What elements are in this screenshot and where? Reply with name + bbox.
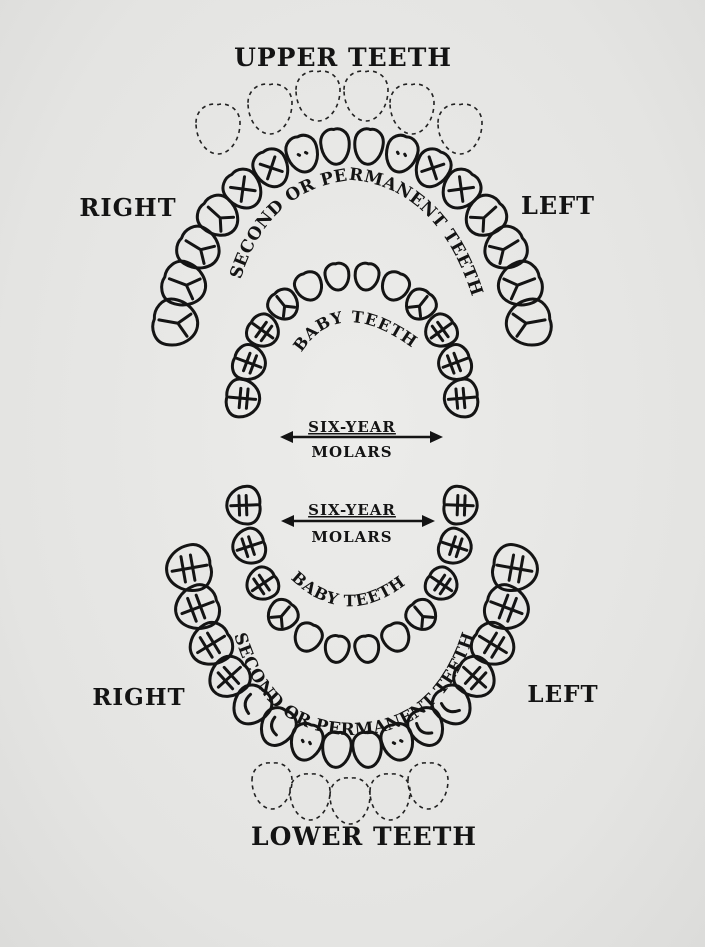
upper-baby-tooth-10 [424,312,459,348]
lower-baby-tooth-5 [293,621,324,653]
upper-baby-tooth-12 [442,377,480,419]
upper-permanent-tooth-16 [504,297,553,347]
lower-molars-line2: MOLARS [311,528,392,546]
upper-ghost-tooth-2 [247,83,293,135]
upper-ghost-tooth-3 [295,70,341,122]
lower-baby-tooth-8 [380,621,411,653]
teeth-layer [151,127,553,769]
lower-ghost-tooth-3 [329,777,371,825]
upper-permanent-tooth-10 [385,133,420,174]
lower-ghost-tooth-2 [289,773,331,821]
lower-permanent-tooth-8 [321,730,353,769]
upper-baby-tooth-6 [323,261,351,292]
upper-permanent-tooth-13 [464,193,509,237]
lower-baby-tooth-1 [225,484,262,526]
lower-baby-tooth-7 [353,634,381,664]
lower-permanent-tooth-16 [491,543,539,593]
upper-baby-tooth-11 [437,343,474,381]
lower-ghost-tooth-4 [369,773,411,821]
upper-baby-teeth-label: BABY TEETH [289,307,421,355]
lower-left-label: LEFT [527,681,598,708]
upper-teeth-title: UPPER TEETH [234,43,452,72]
upper-permanent-tooth-15 [497,259,544,307]
upper-baby-tooth-4 [266,287,299,321]
lower-baby-tooth-11 [436,526,473,565]
upper-permanent-tooth-12 [441,167,483,210]
upper-ghost-tooth-1 [195,103,241,155]
upper-left-label: LEFT [521,191,595,220]
lower-baby-tooth-3 [245,565,281,601]
upper-baby-tooth-8 [381,270,411,302]
upper-right-label: RIGHT [79,193,176,222]
lower-permanent-tooth-3 [188,620,235,666]
upper-permanent-tooth-14 [483,224,529,270]
lower-permanent-tooth-14 [469,620,516,666]
lower-permanent-tooth-2 [174,583,222,630]
lower-molars-line1: SIX-YEAR [308,501,396,519]
upper-baby-tooth-7 [353,261,381,292]
upper-molars-arrowhead-right [430,431,443,443]
lower-baby-tooth-2 [231,526,268,565]
lower-permanent-tooth-13 [452,654,496,698]
upper-baby-tooth-9 [405,287,438,321]
lower-ghost-tooth-1 [251,762,293,810]
lower-baby-tooth-4 [266,597,300,631]
upper-permanent-tooth-2 [160,259,207,307]
upper-ghost-tooth-6 [437,103,483,155]
upper-six-year-molars: SIX-YEAR MOLARS [280,418,443,461]
upper-ghost-tooth-5 [389,83,435,135]
upper-permanent-tooth-7 [284,133,319,174]
upper-molars-line2: MOLARS [311,443,392,461]
lower-permanent-tooth-15 [482,583,530,630]
upper-permanent-tooth-9 [353,127,385,166]
upper-molars-line1: SIX-YEAR [308,418,396,436]
upper-permanent-tooth-3 [175,224,221,270]
lower-baby-tooth-12 [442,484,479,526]
ghost-teeth-layer [195,70,483,825]
lower-six-year-molars: SIX-YEAR MOLARS [281,501,435,546]
upper-permanent-tooth-5 [221,167,263,210]
lower-permanent-tooth-4 [208,654,252,698]
upper-permanent-tooth-8 [319,127,351,166]
upper-baby-tooth-1 [224,377,262,419]
lower-teeth-title: LOWER TEETH [251,822,477,851]
lower-baby-tooth-6 [323,634,351,664]
upper-baby-tooth-5 [293,270,323,302]
upper-permanent-tooth-11 [414,147,453,189]
lower-baby-tooth-10 [423,565,459,601]
lower-ghost-tooth-5 [407,762,449,810]
upper-permanent-tooth-6 [251,147,290,189]
upper-ghost-tooth-4 [343,70,389,122]
upper-baby-tooth-3 [245,312,280,348]
lower-permanent-tooth-12 [430,683,472,726]
lower-molars-arrowhead-right [422,515,435,527]
upper-permanent-tooth-4 [195,193,240,237]
lower-molars-arrowhead-left [281,515,294,527]
lower-baby-tooth-9 [404,597,438,631]
upper-molars-arrowhead-left [280,431,293,443]
lower-permanent-tooth-1 [165,543,213,593]
lower-right-label: RIGHT [92,684,185,711]
upper-baby-tooth-2 [230,343,267,381]
lower-baby-teeth-label: BABY TEETH [288,567,409,610]
